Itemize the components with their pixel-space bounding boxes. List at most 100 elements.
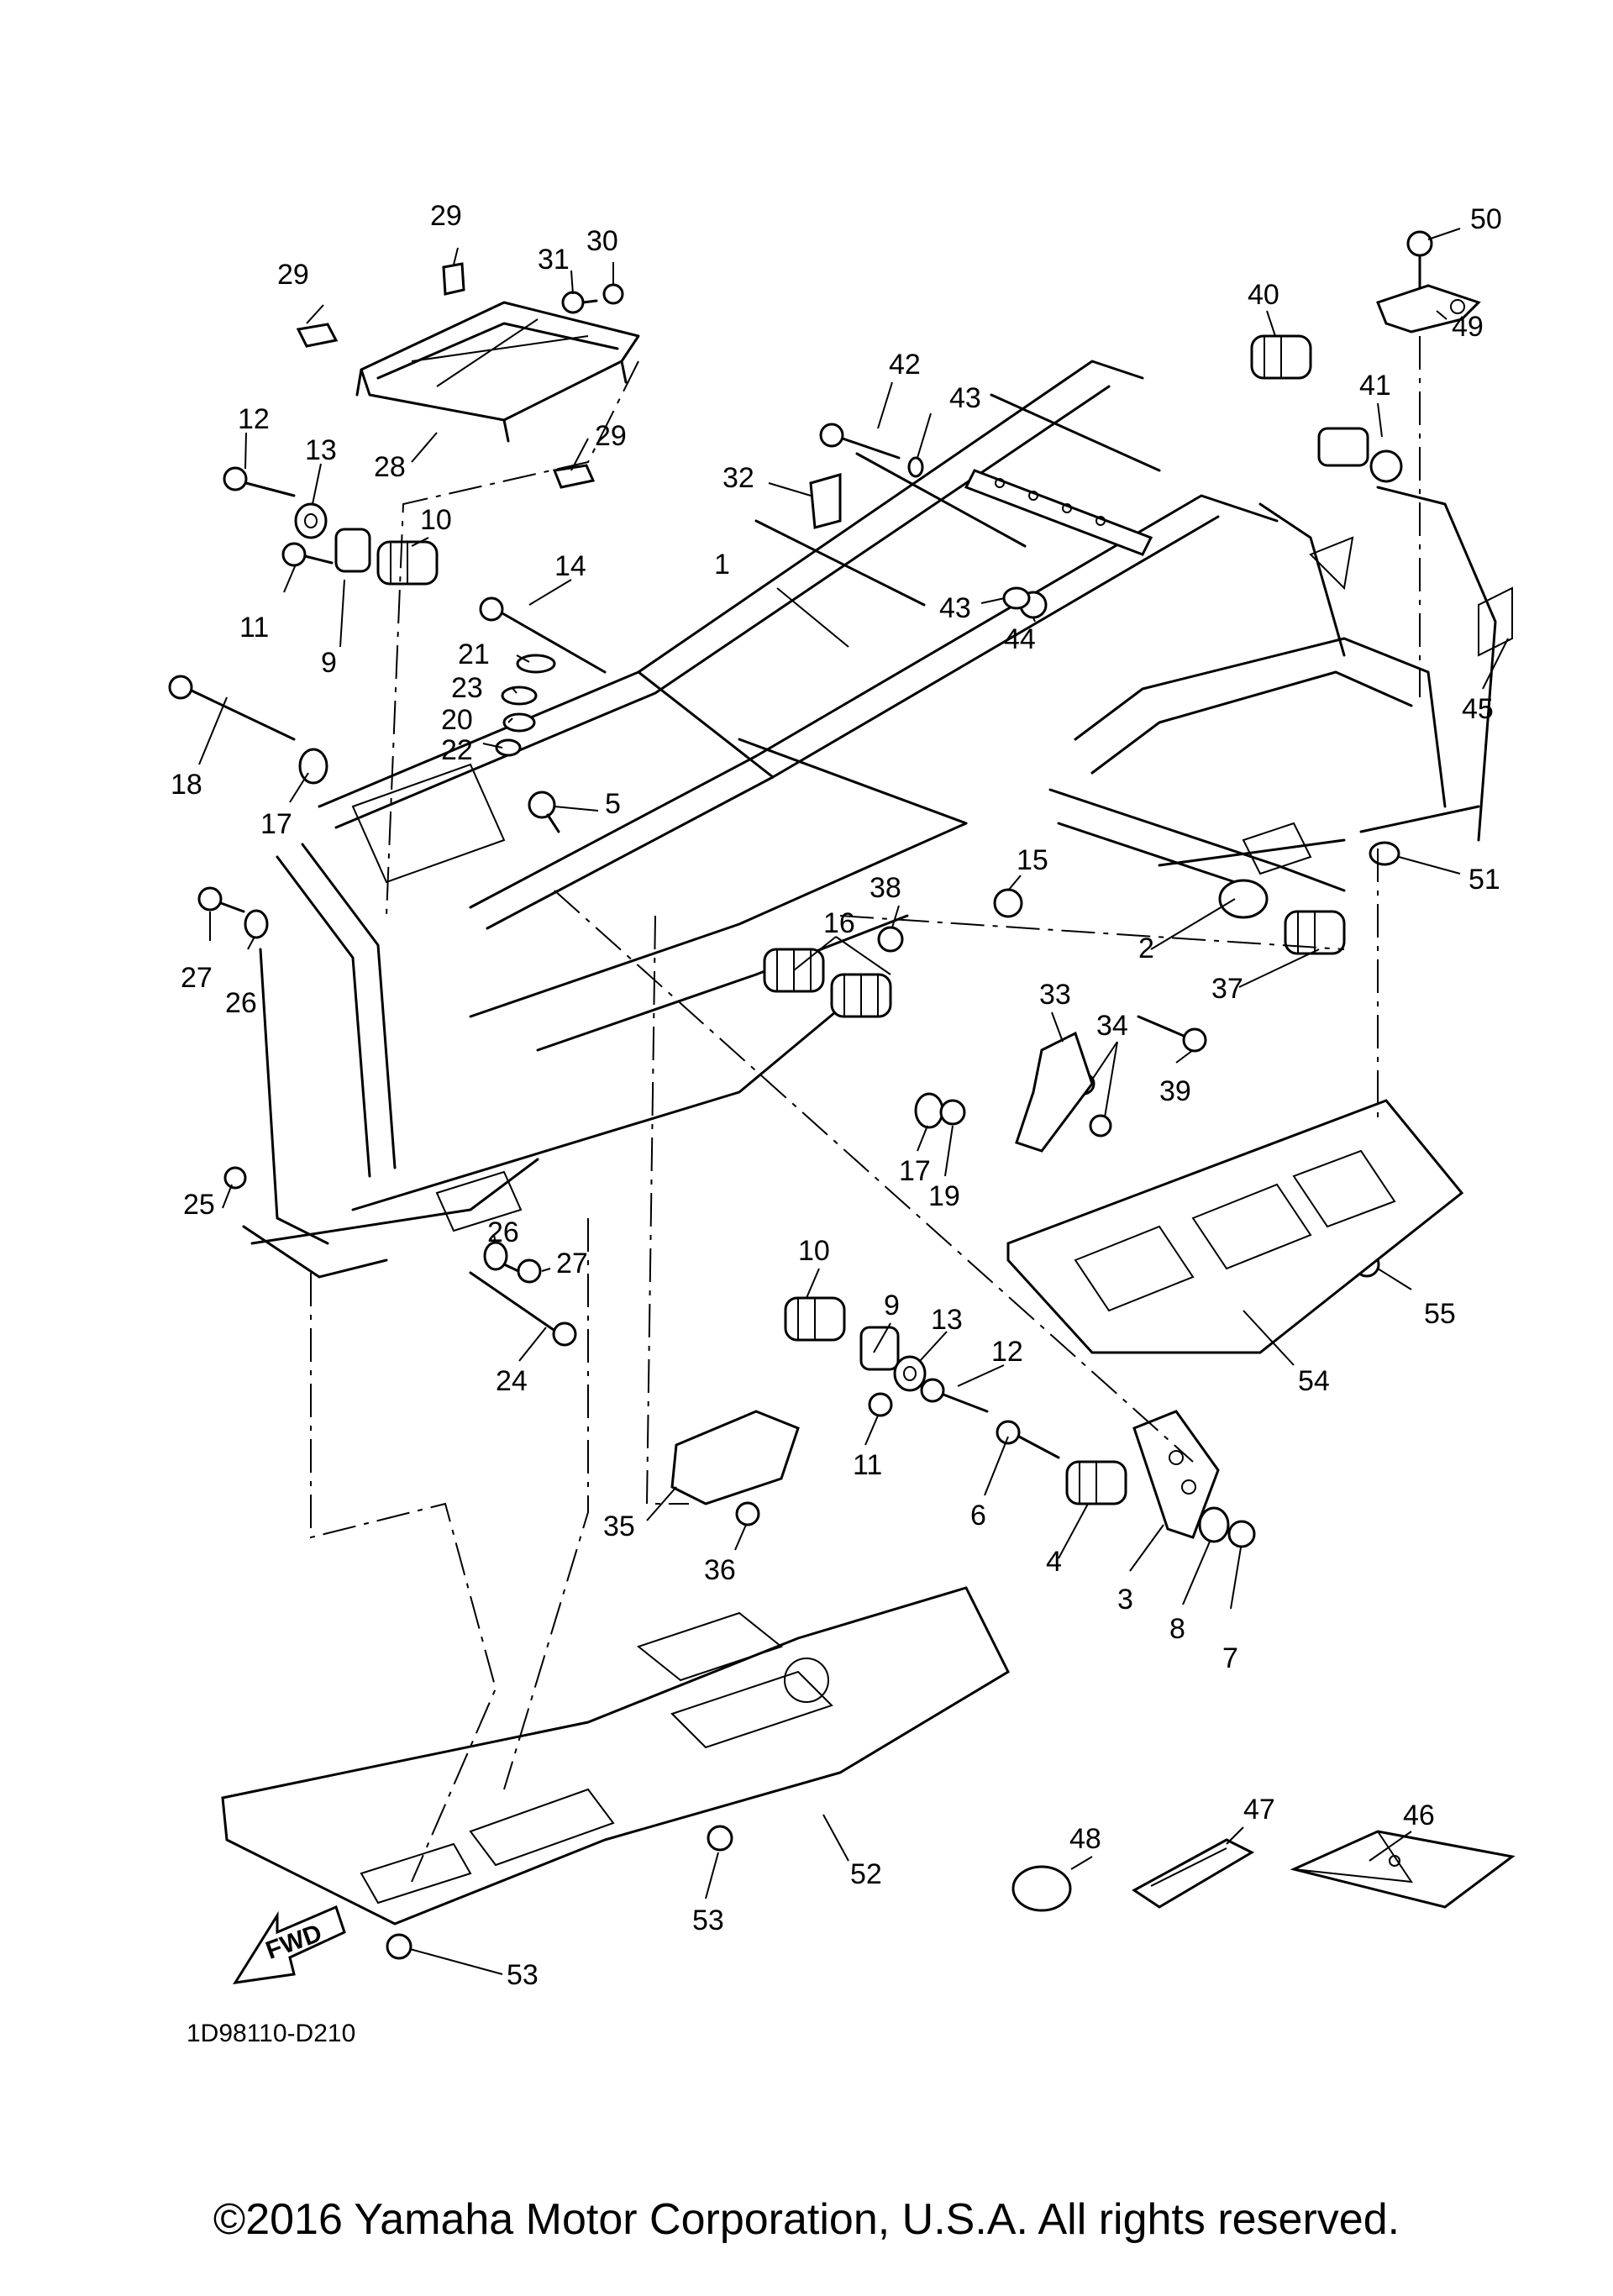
callout-10-b: 10 — [798, 1235, 830, 1267]
callout-1: 1 — [714, 549, 730, 581]
callout-4: 4 — [1046, 1546, 1062, 1578]
collar-41 — [1317, 427, 1403, 483]
callout-3: 3 — [1117, 1584, 1133, 1616]
bolt-53-b — [386, 1933, 412, 1960]
clip-29-c — [552, 464, 596, 489]
nut-7 — [1227, 1520, 1256, 1548]
callout-51: 51 — [1469, 864, 1500, 896]
callout-29-b: 29 — [430, 200, 462, 232]
callout-44: 44 — [1004, 623, 1036, 655]
callout-10-a: 10 — [420, 504, 452, 536]
washer-26-a — [244, 909, 269, 939]
bolt-42 — [819, 423, 901, 460]
callout-13-b: 13 — [931, 1304, 963, 1336]
bolt-12-a — [223, 466, 296, 497]
bracket-3 — [1132, 1410, 1220, 1539]
callout-13-a: 13 — [305, 434, 337, 466]
callout-43-a: 43 — [949, 382, 981, 414]
callout-33: 33 — [1039, 979, 1071, 1011]
bolt-27-a — [197, 886, 245, 913]
bolt-11-b — [868, 1392, 893, 1417]
bolt-5 — [528, 791, 560, 833]
callout-52: 52 — [850, 1858, 882, 1890]
callout-18: 18 — [171, 769, 202, 801]
nut-15 — [993, 888, 1023, 918]
callout-6: 6 — [970, 1500, 986, 1532]
bushing-40 — [1250, 334, 1312, 380]
callout-8: 8 — [1169, 1613, 1185, 1645]
callout-53-a: 53 — [692, 1905, 724, 1936]
callout-40: 40 — [1248, 279, 1279, 311]
callout-9-a: 9 — [321, 647, 337, 679]
rear-skid-plate — [1006, 1099, 1464, 1354]
callouts: 1 2 3 4 5 6 7 8 9 9 10 10 11 11 12 12 13… — [171, 200, 1502, 1991]
callout-26-b: 26 — [487, 1216, 519, 1248]
bolt-12-b — [920, 1378, 989, 1413]
callout-37: 37 — [1211, 973, 1243, 1005]
callout-9-b: 9 — [884, 1290, 900, 1321]
callout-41: 41 — [1359, 370, 1391, 402]
bolt-24 — [469, 1271, 577, 1347]
spacer-stack-20-23 — [495, 654, 556, 757]
callout-5: 5 — [605, 788, 621, 820]
callout-29-a: 29 — [277, 259, 309, 291]
washer-43-a — [907, 456, 924, 478]
rear-plate-45 — [1478, 586, 1513, 657]
bracket-35 — [670, 1410, 800, 1505]
rear-bracket — [1048, 788, 1346, 919]
collar-9-b — [859, 1326, 900, 1371]
copyright-notice: ©2016 Yamaha Motor Corporation, U.S.A. A… — [213, 2195, 1400, 2244]
callout-12-b: 12 — [991, 1336, 1023, 1368]
washer-13-a — [294, 502, 328, 539]
bolt-11-a — [281, 542, 334, 567]
callout-16: 16 — [823, 907, 855, 939]
bolt-31 — [561, 291, 598, 314]
seat-bracket — [355, 301, 640, 443]
washer-17-b — [914, 1092, 944, 1129]
front-skid-plate — [221, 1586, 1010, 1926]
callout-39: 39 — [1159, 1075, 1191, 1107]
tool-pouch-47 — [1132, 1838, 1255, 1909]
callout-20: 20 — [441, 704, 473, 736]
washer-8 — [1198, 1506, 1230, 1543]
callout-48: 48 — [1069, 1823, 1101, 1855]
bolt-27-b — [502, 1258, 542, 1284]
washer-51 — [1369, 841, 1400, 866]
washer-17-a — [298, 748, 328, 785]
callout-2: 2 — [1138, 933, 1154, 964]
callout-27-b: 27 — [556, 1248, 588, 1279]
o-ring-48 — [1011, 1865, 1072, 1912]
assembly-guides — [310, 336, 1421, 1883]
callout-29-c: 29 — [595, 420, 627, 452]
callout-11-b: 11 — [853, 1449, 882, 1481]
bolt-25 — [223, 1166, 247, 1190]
washer-43-b — [1002, 586, 1031, 610]
callout-24: 24 — [496, 1365, 528, 1397]
clip-29-b — [442, 262, 465, 296]
callout-43-b: 43 — [939, 592, 971, 624]
bolt-53-a — [707, 1825, 733, 1852]
callout-35: 35 — [603, 1511, 635, 1542]
callout-53-b: 53 — [507, 1959, 539, 1991]
callout-45: 45 — [1462, 693, 1494, 725]
callout-32: 32 — [722, 462, 754, 494]
nut-38 — [877, 926, 904, 953]
callout-17-a: 17 — [260, 808, 292, 840]
rear-mount-plate-42 — [964, 469, 1153, 556]
bracket-32 — [809, 473, 842, 529]
callout-54: 54 — [1298, 1365, 1330, 1397]
callout-38: 38 — [870, 872, 901, 904]
bushing-10-a — [376, 540, 439, 586]
callout-36: 36 — [704, 1554, 736, 1586]
callout-27-a: 27 — [181, 962, 213, 994]
bushing-4 — [1065, 1460, 1127, 1505]
callout-11-a: 11 — [239, 612, 269, 644]
callout-50: 50 — [1470, 203, 1502, 235]
callout-49: 49 — [1452, 311, 1484, 343]
callout-30: 30 — [586, 225, 618, 257]
callout-31: 31 — [538, 244, 570, 276]
callout-28: 28 — [374, 451, 406, 483]
fwd-arrow: FWD — [233, 1905, 346, 1984]
diagram-code: 1D98110-D210 — [187, 2020, 355, 2047]
